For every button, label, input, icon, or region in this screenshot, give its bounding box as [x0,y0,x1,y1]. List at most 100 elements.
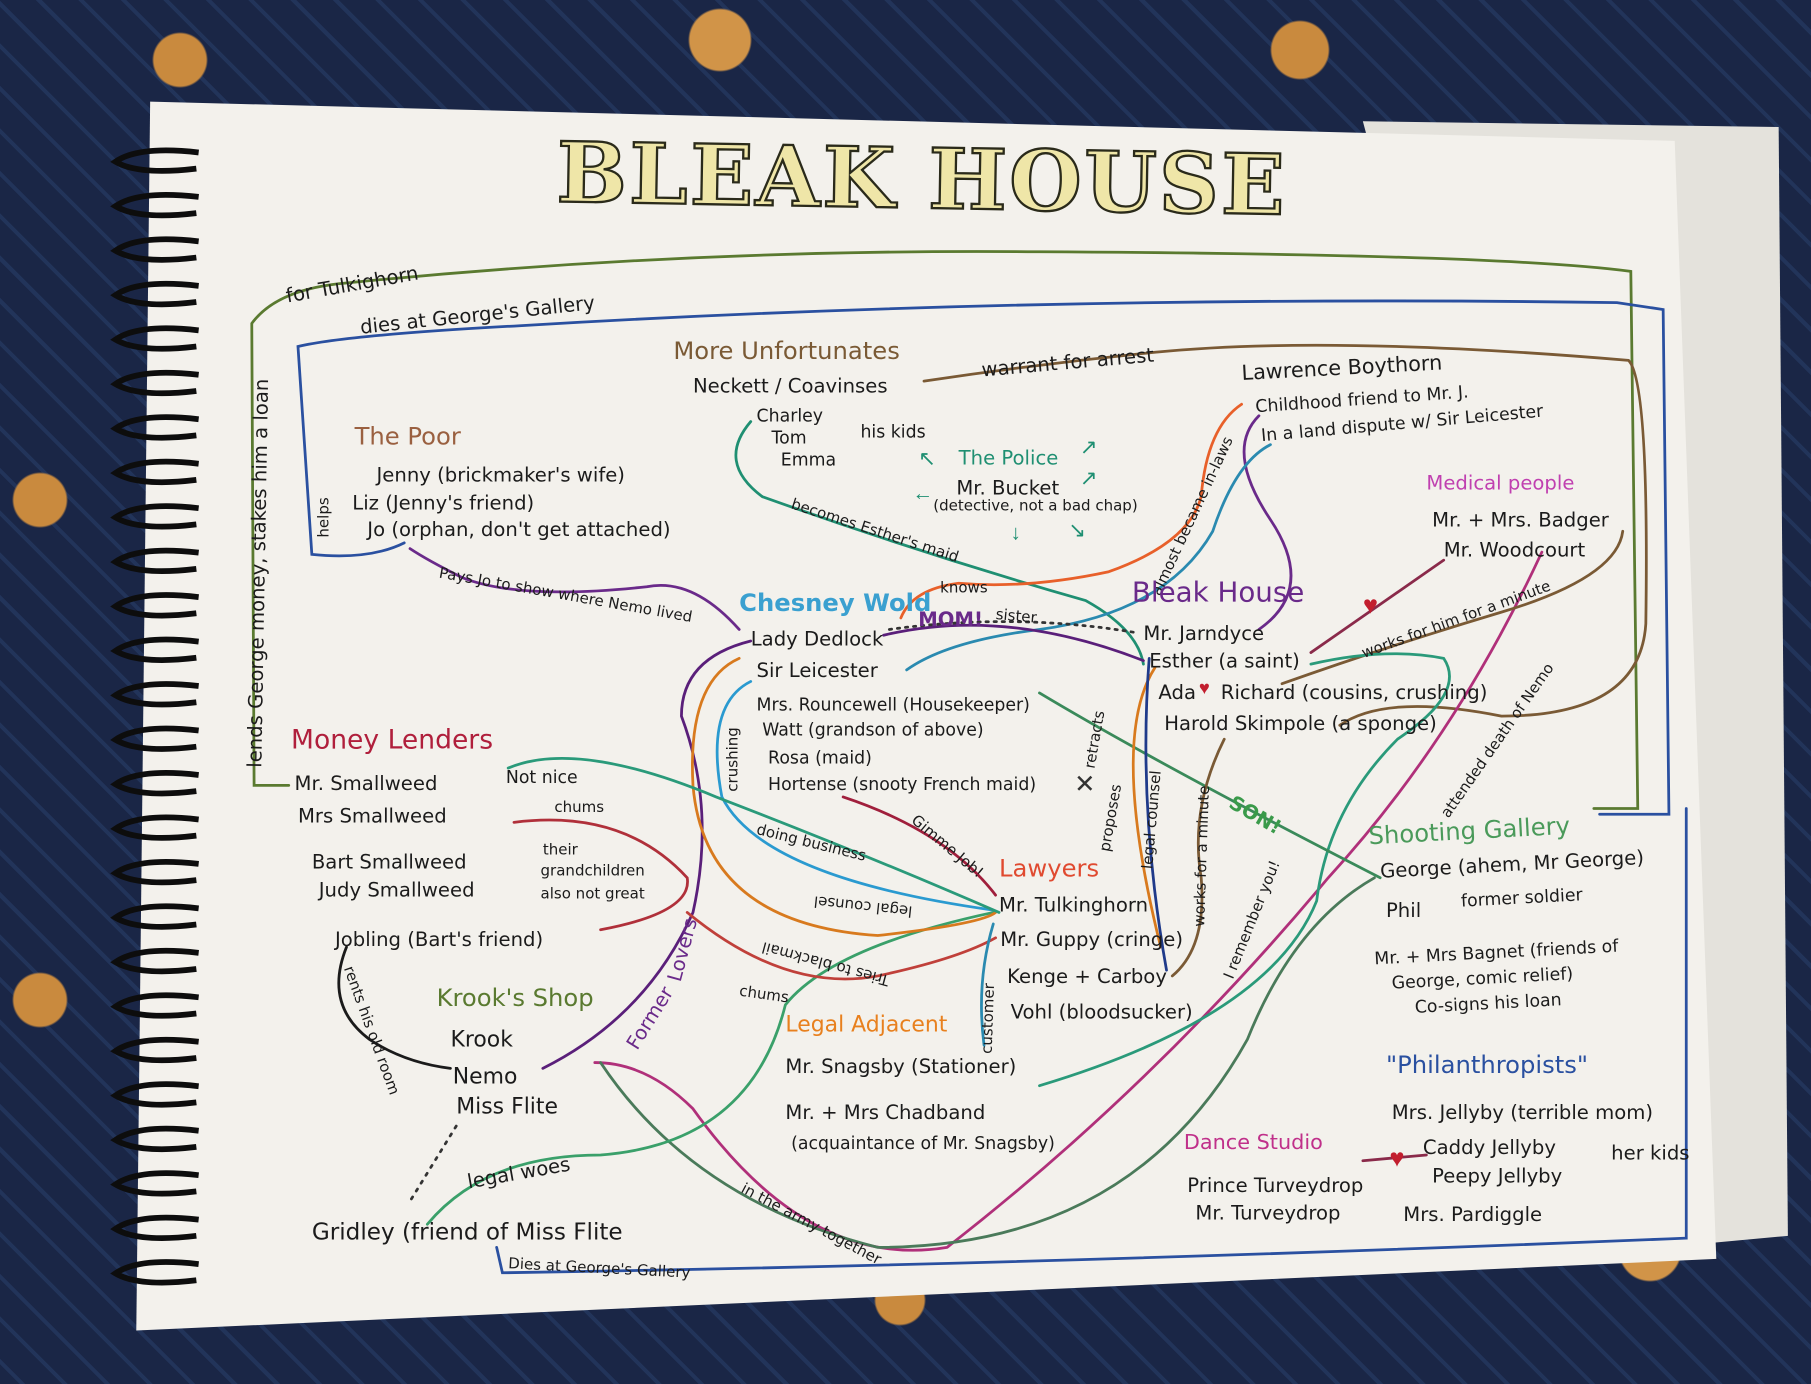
character-prince-turveydrop: Prince Turveydrop [1187,1174,1364,1198]
edge-prince-caddy [1361,1153,1428,1163]
edge-label-mom: MOM! [918,608,983,632]
spiral-ring [110,547,199,574]
edge-proposes-orange [1131,666,1163,949]
group-legal-adjacent-label: Legal Adjacent [785,1011,948,1038]
spiral-ring [110,725,199,752]
edge-mom-purple [882,623,1145,663]
character-chadband: Mr. + Mrs Chadband [785,1101,986,1125]
character-kenge-carboy: Kenge + Carboy [1007,965,1167,989]
arrow-up-right-icon-2: ↗ [1079,466,1098,490]
arrow-left-icon: ← [912,481,934,505]
edge-label-customer: customer [978,982,999,1055]
arrow-up-left-icon: ↖ [918,446,936,471]
character-guppy: Mr. Guppy (cringe) [1000,928,1183,952]
edge-boythorn-blue [905,443,1272,672]
character-nemo: Nemo [452,1063,518,1090]
edge-label-sister: sister [994,606,1038,628]
edge-lovers-purple [541,639,753,1070]
edge-warrant-brown [922,343,1648,727]
spiral-ring [110,147,199,174]
character-jarndyce: Mr. Jarndyce [1143,622,1265,646]
arrow-up-right-icon: ↗ [1079,435,1098,459]
character-jenny: Jenny (brickmaker's wife) [376,464,625,488]
group-police-label: The Police [958,446,1059,471]
note-his-kids: his kids [860,421,926,443]
character-rosa: Rosa (maid) [768,747,872,769]
spiral-ring [110,947,199,975]
edge-gimme-crimson [841,795,997,897]
edge-label-knows: knows [940,579,988,598]
edge-legal-woes-green [425,911,995,1226]
note-their: their [542,841,578,860]
character-vohl: Vohl (bloodsucker) [1010,1001,1193,1025]
edge-crushing-orange [691,656,997,937]
character-bucket-note: (detective, not a bad chap) [933,497,1138,516]
character-ada: Ada [1158,681,1197,705]
character-richard: Richard (cousins, crushing) [1220,681,1488,705]
note-helps: helps [315,497,334,538]
edge-legal-counsel-navy [1144,656,1168,972]
spiral-ring [110,1125,199,1153]
edge-dies-gallery-blue [296,299,1671,816]
spiral-ring [110,1170,199,1197]
character-mrs-jellyby: Mrs. Jellyby (terrible mom) [1391,1101,1654,1125]
spiral-ring [110,414,199,441]
heart-icon-prince-caddy: ♥ [1389,1143,1405,1173]
group-dance-label: Dance Studio [1183,1130,1323,1155]
edge-woodcourt-nemo-magenta [593,550,1544,1252]
group-lawyers-label: Lawyers [999,854,1100,883]
edge-esther-teal [1038,652,1451,1088]
spiral-ring [110,191,199,219]
edge-lawyers-blue [715,680,995,912]
spiral-ring [110,770,199,797]
spiral-ring [110,814,199,841]
character-peepy: Peepy Jellyby [1432,1165,1563,1189]
paper-sheet [136,101,1717,1331]
character-mr-turveydrop: Mr. Turveydrop [1195,1202,1341,1226]
spiral-ring [110,503,199,530]
spiral-ring [110,681,199,708]
heart-icon: ♥ [1362,590,1378,620]
spiral-ring [110,636,199,663]
spiral-ring [110,369,199,397]
spiral-ring [110,280,199,308]
edge-customer-blue [980,922,995,1047]
character-mr-smallweed: Mr. Smallweed [294,772,438,796]
character-phil: Phil [1385,899,1422,923]
character-liz: Liz (Jenny's friend) [352,492,535,516]
character-sir-leicester: Sir Leicester [756,659,878,683]
character-jo: Jo (orphan, don't get attached) [367,518,671,542]
spiral-ring [110,236,199,263]
group-krook-label: Krook's Shop [436,984,594,1012]
arrow-down-icon: ↓ [1010,520,1021,544]
edge-rents-room-black [337,945,452,1070]
spiral-ring [110,1259,199,1286]
edge-sister-dots [887,620,1140,635]
note-crushing: crushing [724,727,743,792]
edge-chums-red [512,818,689,932]
character-miss-flite: Miss Flite [456,1093,559,1120]
page-title: BLEAK HOUSE [555,122,1289,235]
group-poor-label: The Poor [354,422,461,451]
edge-pays-jo-purple [408,547,741,631]
edge-boythorn-purple [1242,414,1293,631]
character-jobling: Jobling (Bart's friend) [334,928,544,952]
character-snagsby: Mr. Snagsby (Stationer) [785,1055,1017,1079]
group-lenders-label: Money Lenders [291,725,494,756]
character-mrs-smallweed: Mrs Smallweed [297,805,447,829]
x-mark-icon: ✕ [1074,769,1096,799]
character-hortense: Hortense (snooty French maid) [768,773,1037,795]
arrow-down-right-icon: ↘ [1068,518,1086,542]
heart-icon-ada-richard: ♥ [1198,679,1210,699]
character-watt: Watt (grandson of above) [762,719,984,741]
spiral-ring [110,903,199,930]
edge-maid-teal [734,420,1145,666]
character-rouncewell: Mrs. Rouncewell (Housekeeper) [756,694,1030,715]
character-pardiggle: Mrs. Pardiggle [1403,1203,1543,1227]
character-esther: Esther (a saint) [1149,650,1300,674]
character-tom: Tom [771,427,807,449]
character-bucket: Mr. Bucket [956,477,1060,501]
